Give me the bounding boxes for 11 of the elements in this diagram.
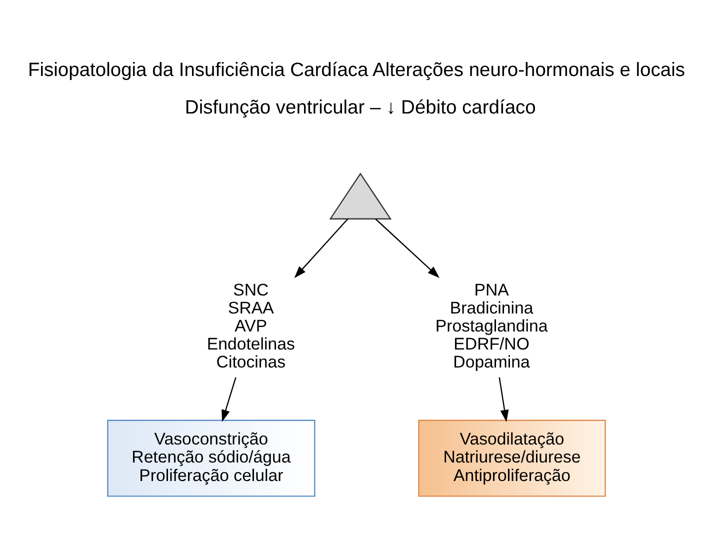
node-text: PNA Bradicinina Prostaglandina EDRF/NO Dopamina — [435, 280, 548, 372]
node-text: Disfunção ventricular – ↓ Débito cardíaco — [184, 96, 536, 118]
arrow — [222, 376, 236, 422]
arrow — [375, 218, 440, 278]
node-box: Vasoconstrição Retenção sódio/água Proliferação celular — [107, 419, 316, 496]
arrow — [498, 376, 509, 422]
node-text: SNC SRAA AVP Endotelinas Citocinas — [206, 280, 295, 372]
node-box: Vasodilatação Natriurese/diurese Antiproliferação — [418, 419, 606, 496]
diagram-title: Fisiopatologia da Insuficiência Cardíaca Alterações neuro-hormonais e locais — [28, 60, 686, 81]
arrow — [294, 218, 348, 278]
node-triangle — [329, 172, 392, 219]
